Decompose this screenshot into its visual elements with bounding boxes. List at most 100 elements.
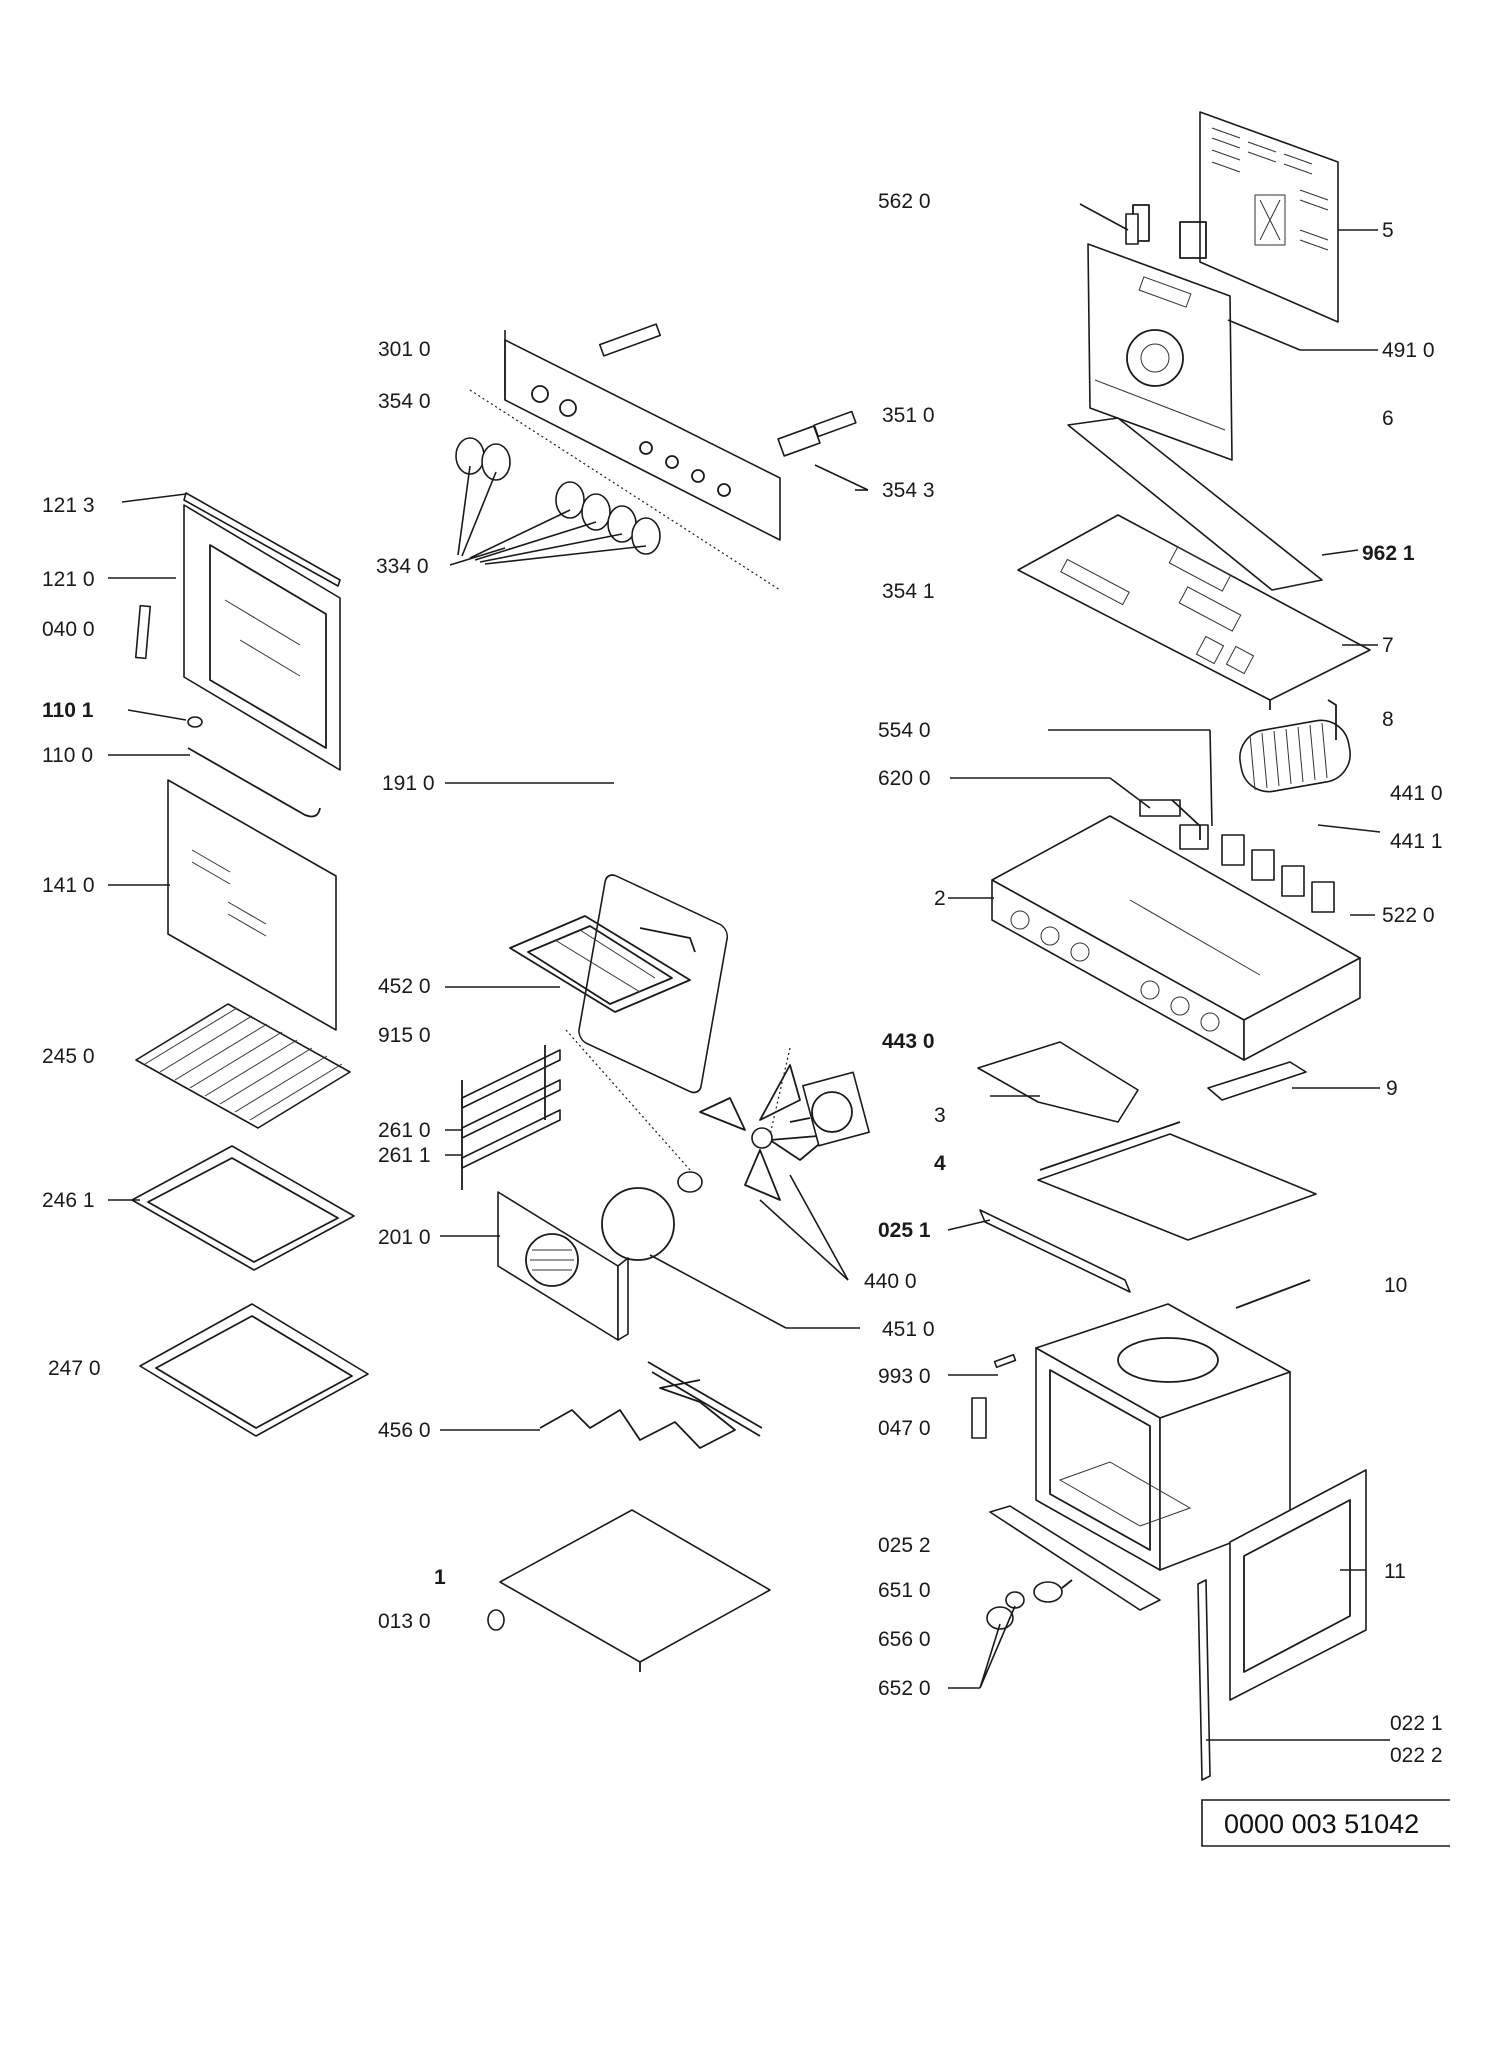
part-knob-shafts: [598, 323, 857, 457]
label-5: 5: [1382, 219, 1394, 242]
part-screw: [487, 1609, 505, 1631]
label-441-0: 441 0: [1390, 782, 1443, 805]
label-261-1: 261 1: [378, 1144, 431, 1167]
label-651-0: 651 0: [878, 1579, 931, 1602]
leader-lines: [108, 203, 1390, 1741]
label-522-0: 522 0: [1382, 904, 1435, 927]
part-inner-glass: [167, 779, 337, 1031]
part-oven-cavity: [1035, 1303, 1291, 1571]
part-cooling-fan-motor: [1239, 699, 1351, 793]
label-562-0: 562 0: [878, 190, 931, 213]
part-rod-10: [1235, 1279, 1311, 1309]
part-fan-motor: [789, 1071, 870, 1147]
part-fan-hub: [677, 1171, 703, 1193]
label-9: 9: [1386, 1077, 1398, 1100]
part-insulation-sheet: [1067, 417, 1323, 591]
label-245-0: 245 0: [42, 1045, 95, 1068]
label-10: 10: [1384, 1274, 1407, 1297]
label-915-0: 915 0: [378, 1024, 431, 1047]
label-456-0: 456 0: [378, 1419, 431, 1442]
label-301-0: 301 0: [378, 338, 431, 361]
part-handle-bracket: [187, 716, 203, 728]
label-7: 7: [1382, 634, 1394, 657]
label-3: 3: [934, 1104, 946, 1127]
label-440-0: 440 0: [864, 1270, 917, 1293]
part-bracket-9: [1207, 1061, 1307, 1101]
label-652-0: 652 0: [878, 1677, 931, 1700]
label-11: 11: [1384, 1560, 1406, 1583]
label-962-1: 962 1: [1362, 542, 1415, 565]
part-control-housing: [991, 799, 1361, 1061]
label-191-0: 191 0: [382, 772, 435, 795]
part-control-knobs: [455, 437, 661, 555]
part-fan-cover: [497, 1191, 629, 1341]
part-baking-tray: [131, 1145, 355, 1271]
part-rear-plate: [1087, 204, 1233, 461]
part-top-cover: [1017, 514, 1371, 710]
part-clip-047: [971, 1397, 987, 1439]
part-glass-cover: [578, 874, 729, 1094]
label-047-0: 047 0: [878, 1417, 931, 1440]
part-hinge: [134, 604, 152, 660]
part-bottom-rail: [989, 1505, 1161, 1611]
part-shelf-supports: [461, 1045, 561, 1190]
label-110-1: 110 1: [42, 699, 94, 722]
label-351-0: 351 0: [882, 404, 935, 427]
label-025-2: 025 2: [878, 1534, 931, 1557]
part-frame-11: [1229, 1469, 1367, 1701]
label-656-0: 656 0: [878, 1628, 931, 1651]
label-354-1: 354 1: [882, 580, 935, 603]
label-334-0: 334 0: [376, 555, 429, 578]
label-261-0: 261 0: [378, 1119, 431, 1142]
label-1: 1: [434, 1566, 446, 1589]
part-ring-heater: [601, 1187, 675, 1261]
label-354-3: 354 3: [882, 479, 935, 502]
part-deep-tray: [139, 1303, 369, 1437]
label-451-0: 451 0: [882, 1318, 935, 1341]
part-top-plate: [1037, 1121, 1317, 1241]
label-110-0: 110 0: [42, 744, 93, 767]
part-wire-rack: [135, 1003, 351, 1129]
part-side-strip: [1197, 1579, 1211, 1781]
part-bottom-heater: [539, 1361, 763, 1449]
label-201-0: 201 0: [378, 1226, 431, 1249]
label-121-0: 121 0: [42, 568, 95, 591]
part-door-handle: [187, 747, 321, 818]
part-oven-door: [183, 492, 341, 771]
document-id: 0000 003 51042: [1224, 1809, 1419, 1839]
label-4: 4: [934, 1152, 946, 1175]
part-bottom-plate: [499, 1509, 771, 1672]
label-025-1: 025 1: [878, 1219, 931, 1242]
part-deflector: [977, 1041, 1139, 1123]
callout-labels: 562 0 5 491 0 6 301 0 354 0 351 0 354 3 …: [42, 190, 1443, 1767]
label-491-0: 491 0: [1382, 339, 1435, 362]
part-fan-blade: [699, 1064, 831, 1201]
part-side-rail: [979, 1209, 1131, 1293]
part-back-panel: [1199, 111, 1339, 323]
label-6: 6: [1382, 407, 1394, 430]
label-141-0: 141 0: [42, 874, 95, 897]
document-id-box: 0000 003 51042: [1201, 1799, 1450, 1847]
label-022-2: 022 2: [1390, 1744, 1443, 1767]
label-452-0: 452 0: [378, 975, 431, 998]
label-121-3: 121 3: [42, 494, 95, 517]
part-pin-993: [993, 1353, 1017, 1369]
part-grill-element: [509, 915, 696, 1013]
label-040-0: 040 0: [42, 618, 95, 641]
label-443-0: 443 0: [882, 1030, 935, 1053]
label-441-1: 441 1: [1390, 830, 1443, 853]
part-thermostat-assembly: [986, 1579, 1073, 1630]
label-022-1: 022 1: [1390, 1712, 1443, 1735]
part-control-panel: [504, 330, 781, 541]
label-620-0: 620 0: [878, 767, 931, 790]
label-2: 2: [934, 887, 946, 910]
label-354-0: 354 0: [378, 390, 431, 413]
label-246-1: 246 1: [42, 1189, 95, 1212]
label-993-0: 993 0: [878, 1365, 931, 1388]
label-247-0: 247 0: [48, 1357, 101, 1380]
label-8: 8: [1382, 708, 1394, 731]
part-latch-554: [1171, 799, 1201, 840]
label-013-0: 013 0: [378, 1610, 431, 1633]
label-554-0: 554 0: [878, 719, 931, 742]
